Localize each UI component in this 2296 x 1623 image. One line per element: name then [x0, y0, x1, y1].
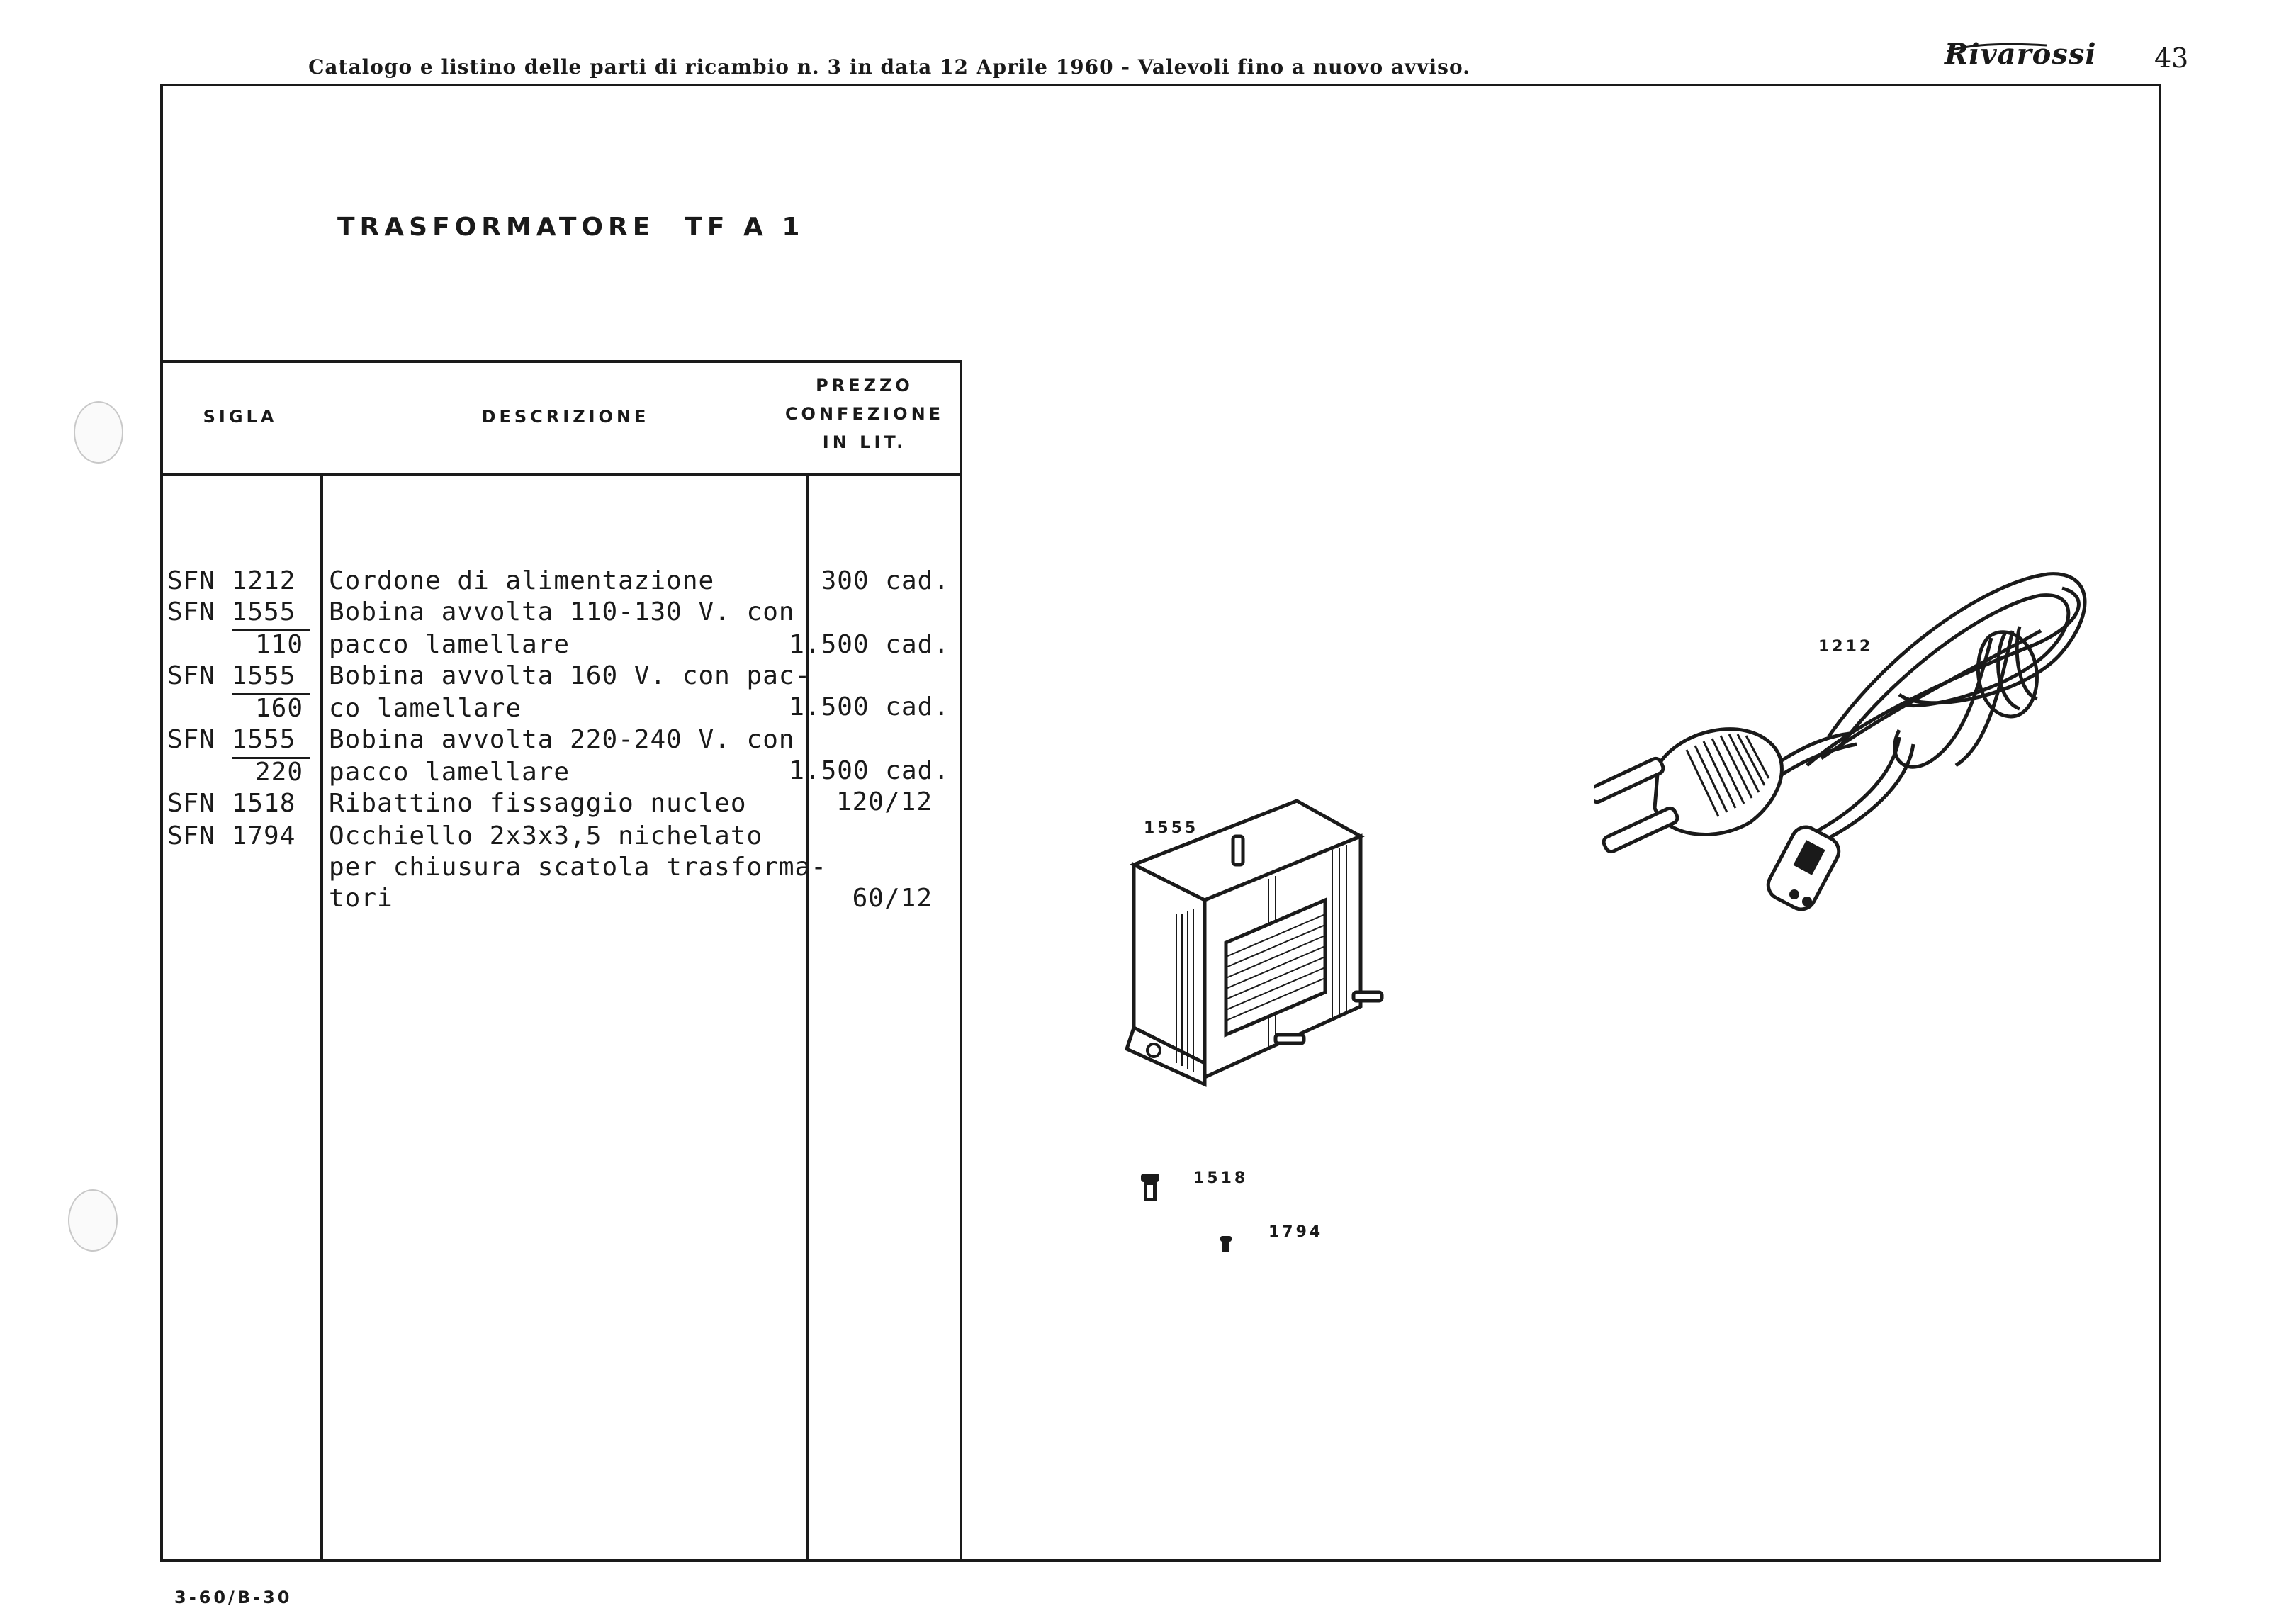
footer-code: 3-60/B-30: [174, 1588, 293, 1607]
row-5-sigla: SFN 1518: [167, 789, 296, 818]
row-2-desc-line2: pacco lamellare: [329, 630, 570, 659]
row-2-sigla: SFN 1555: [167, 597, 296, 627]
col-header-prezzo-line3: IN LIT.: [822, 432, 907, 452]
col-header-prezzo-line1: PREZZO: [816, 376, 913, 395]
row-2-price: 1.500 cad.: [789, 630, 950, 659]
cord-label: 1212: [1818, 638, 1874, 656]
title-model: TF A 1: [685, 213, 805, 242]
row-4-desc-line2: pacco lamellare: [329, 758, 570, 787]
row-2-sigla-fraction-rule: [232, 629, 310, 631]
brand-logo-text: Rivarossi: [1944, 38, 2097, 71]
row-1-price: 300 cad.: [821, 566, 950, 595]
eyelet-label: 1794: [1268, 1223, 1324, 1241]
row-5-price: 120/12: [835, 787, 933, 816]
page-number: 43: [2154, 43, 2189, 74]
row-4-sigla-sub: 220: [254, 758, 303, 787]
row-4-sigla-fraction-rule: [232, 757, 310, 759]
rivet-illustration: [1141, 1174, 1159, 1201]
page-title: TRASFORMATORE TF A 1: [337, 213, 804, 242]
rivet-label: 1518: [1193, 1169, 1249, 1187]
row-2-sigla-sub: 110: [254, 630, 303, 659]
table-top-rule: [160, 360, 962, 363]
table-right-rule: [960, 360, 962, 1562]
col-header-prezzo: PREZZO CONFEZIONE IN LIT.: [765, 371, 964, 456]
page-frame: [160, 84, 2161, 1562]
row-4-price: 1.500 cad.: [789, 756, 950, 785]
eyelet-illustration: [1220, 1236, 1232, 1252]
transformer-illustration: [1124, 799, 1384, 1087]
row-3-sigla-fraction-rule: [232, 693, 310, 695]
col-header-sigla: SIGLA: [203, 407, 278, 427]
col-divider-1: [320, 473, 323, 1562]
col-header-prezzo-line2: CONFEZIONE: [784, 404, 945, 424]
punch-hole-bottom: [68, 1189, 118, 1252]
row-1-desc-line1: Cordone di alimentazione: [329, 566, 715, 595]
row-3-price: 1.500 cad.: [789, 692, 950, 721]
row-6-desc-line1: Occhiello 2x3x3,5 nichelato: [329, 821, 763, 850]
row-3-sigla-sub: 160: [254, 694, 303, 723]
row-3-desc-line2: co lamellare: [329, 694, 522, 723]
brand-logo: Rivarossi: [1940, 37, 2125, 79]
col-header-descrizione: DESCRIZIONE: [481, 407, 650, 427]
row-4-desc-line1: Bobina avvolta 220-240 V. con: [329, 725, 795, 754]
row-3-desc-line1: Bobina avvolta 160 V. con pac-: [329, 661, 811, 690]
power-cord-illustration: [1594, 572, 2087, 911]
col-divider-2: [806, 473, 809, 1562]
row-2-desc-line1: Bobina avvolta 110-130 V. con: [329, 597, 795, 627]
row-3-sigla: SFN 1555: [167, 661, 296, 690]
catalog-header: Catalogo e listino delle parti di ricamb…: [308, 55, 1470, 79]
row-6-price: 60/12: [852, 884, 933, 913]
row-5-desc-line1: Ribattino fissaggio nucleo: [329, 789, 747, 818]
row-4-sigla: SFN 1555: [167, 725, 296, 754]
transformer-label: 1555: [1144, 819, 1199, 837]
row-6-desc-line2: per chiusura scatola trasforma-: [329, 853, 827, 882]
row-6-desc-line3: tori: [329, 884, 393, 913]
title-name: TRASFORMATORE: [337, 213, 655, 242]
row-6-sigla: SFN 1794: [167, 821, 296, 850]
table-header-rule: [160, 473, 962, 476]
punch-hole-top: [74, 401, 123, 464]
row-1-sigla: SFN 1212: [167, 566, 296, 595]
